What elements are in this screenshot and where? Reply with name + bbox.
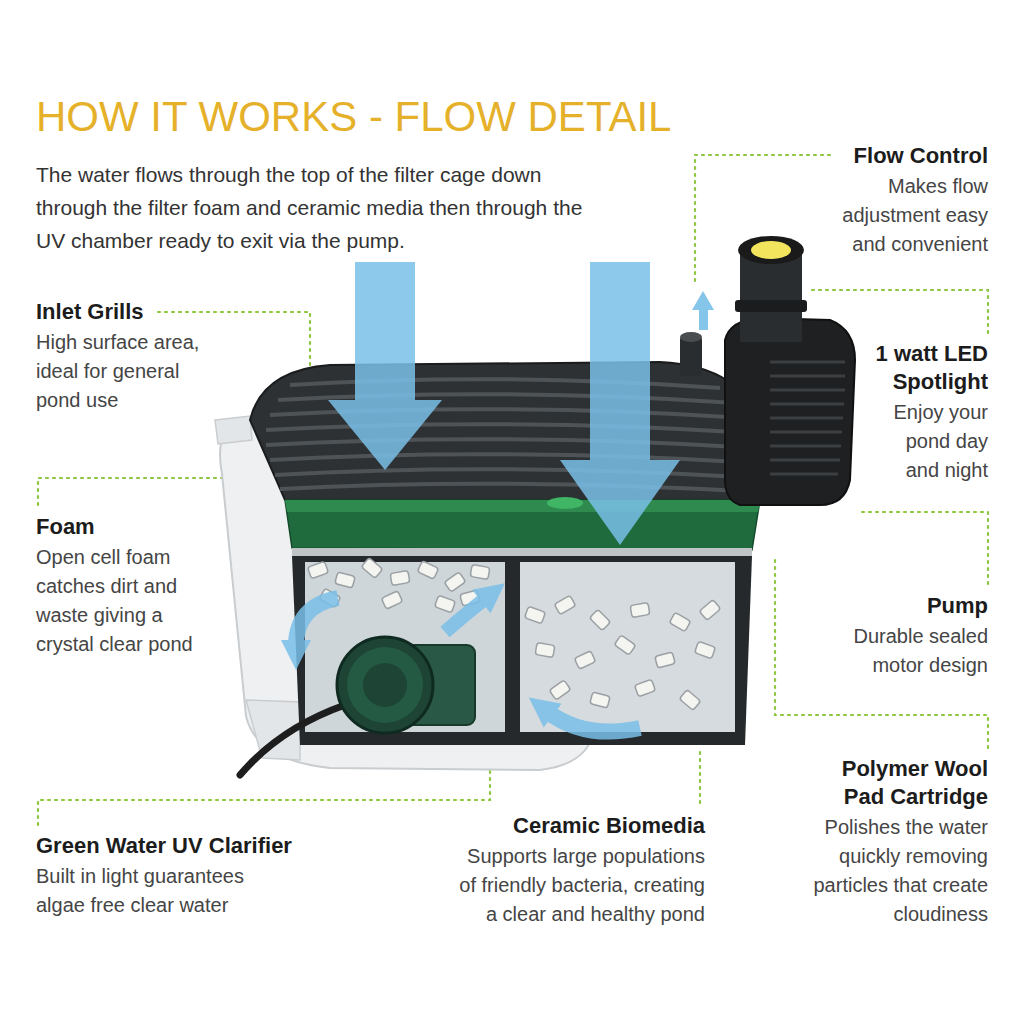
pump-part-part <box>770 389 845 392</box>
filter-foam-part <box>285 500 760 550</box>
ceramic-media-part <box>524 606 545 623</box>
callout-heading: Ceramic Biomedia <box>513 812 705 840</box>
flow-control-part <box>735 300 807 312</box>
callout-text: Built in light guarantees algae free cle… <box>36 862 286 920</box>
filter-foam-part <box>285 500 760 512</box>
callout-heading: Polymer Wool Pad Cartridge <box>803 755 988 811</box>
pump-part-part <box>770 417 843 420</box>
media-chamber <box>292 548 752 745</box>
ceramic-media-part <box>470 565 490 580</box>
ceramic-media-part <box>307 561 328 578</box>
pump-part-part <box>770 445 841 448</box>
ceramic-media-part <box>381 591 402 609</box>
flow-arrows-part <box>328 262 442 470</box>
flow-arrows-part <box>548 712 640 732</box>
title: HOW IT WORKS - FLOW DETAIL <box>36 92 671 142</box>
pump-part <box>770 362 845 474</box>
uv-clarifier-part <box>337 637 433 733</box>
filter-foam-part <box>547 497 583 509</box>
inlet-grill-lid-part-part <box>266 439 756 448</box>
inlet-grill-lid <box>250 362 762 500</box>
ceramic-media-part <box>535 643 555 658</box>
leader-line <box>862 512 988 585</box>
uv-clarifier-part <box>347 647 423 723</box>
uv-clarifier-part <box>240 705 345 775</box>
inlet-grill-lid-part-part <box>266 424 752 433</box>
pump-part <box>725 318 855 505</box>
callout-text: Makes flow adjustment easy and convenien… <box>823 172 988 259</box>
flow-arrows-part <box>560 262 680 545</box>
pump-part <box>680 332 702 342</box>
media-chamber-part <box>292 548 752 556</box>
uv-clarifier-part <box>363 663 407 707</box>
flow-control <box>735 236 807 342</box>
callout-text: Polishes the water quickly removing part… <box>808 813 988 929</box>
ceramic-media-part <box>614 635 636 655</box>
callout-heading: Flow Control <box>854 142 988 170</box>
outflow-arrow <box>692 291 714 330</box>
ceramic-media-part <box>417 561 438 579</box>
leader-line <box>699 752 701 804</box>
leader-line <box>695 155 830 282</box>
callout-heading: Foam <box>36 513 95 541</box>
ceramic-media-part <box>699 600 721 621</box>
ceramic-media-part <box>694 641 715 658</box>
ceramic-media-part <box>679 690 701 711</box>
filter-foam <box>285 497 760 550</box>
ceramic-media-part <box>655 652 675 668</box>
pump-part-part <box>770 361 845 364</box>
intro-text: The water flows through the top of the f… <box>36 158 601 257</box>
flow-arrows <box>296 262 680 732</box>
ceramic-media-part <box>335 572 355 588</box>
ceramic-media-part <box>549 680 571 700</box>
callout-text: Open cell foam catches dirt and waste gi… <box>36 543 221 659</box>
callout-text: High surface area, ideal for general pon… <box>36 328 216 415</box>
inlet-grill-lid-part <box>266 379 758 492</box>
ceramic-media-part <box>554 595 576 614</box>
inlet-grill-lid-part-part <box>280 484 758 492</box>
flow-control-part <box>751 241 791 259</box>
flow-control-part <box>738 236 804 264</box>
pump-part-part <box>770 473 838 476</box>
inlet-grill-lid-part-part <box>270 454 758 463</box>
media-chamber-part <box>520 562 735 732</box>
callout-text: Enjoy your pond day and night <box>876 398 988 485</box>
ceramic-media-part <box>390 571 410 586</box>
outflow-arrow-part <box>699 308 708 330</box>
pump-part-part <box>770 403 844 406</box>
ceramic-media-part <box>434 595 455 612</box>
ceramic-media-part <box>634 679 655 696</box>
media-chamber-part <box>292 556 752 745</box>
leader-lines <box>38 155 988 825</box>
ceramic-media-part <box>574 651 595 669</box>
callout-text: Supports large populations of friendly b… <box>455 842 705 929</box>
pump-part-part <box>770 375 845 378</box>
pump-part-part <box>770 431 842 434</box>
callout-heading: Green Water UV Clarifier <box>36 832 292 860</box>
ceramic-media-part <box>361 558 383 579</box>
outflow-arrow-part <box>692 291 714 310</box>
ceramic-media-part <box>444 572 466 592</box>
inlet-grill-lid-part-part <box>275 469 758 478</box>
ceramic-media-part <box>590 692 610 708</box>
leader-line <box>775 560 988 748</box>
ceramic-media <box>307 558 720 711</box>
pump-part-part <box>770 459 840 462</box>
flow-arrows-part <box>296 598 338 646</box>
callout-text: Durable sealed motor design <box>823 622 988 680</box>
pump <box>680 318 855 505</box>
ceramic-media-part <box>669 612 691 631</box>
ceramic-media-part <box>630 603 650 618</box>
inlet-grill-lid-part <box>250 362 762 500</box>
callout-heading: Pump <box>927 592 988 620</box>
flow-arrows-part <box>445 598 486 632</box>
uv-clarifier <box>240 637 475 775</box>
callout-heading: Inlet Grills <box>36 298 144 326</box>
inlet-grill-lid-part-part <box>290 379 720 388</box>
callout-heading: 1 watt LED Spotlight <box>858 340 988 396</box>
outer-housing-part <box>215 416 252 444</box>
ceramic-media-part <box>589 609 610 630</box>
